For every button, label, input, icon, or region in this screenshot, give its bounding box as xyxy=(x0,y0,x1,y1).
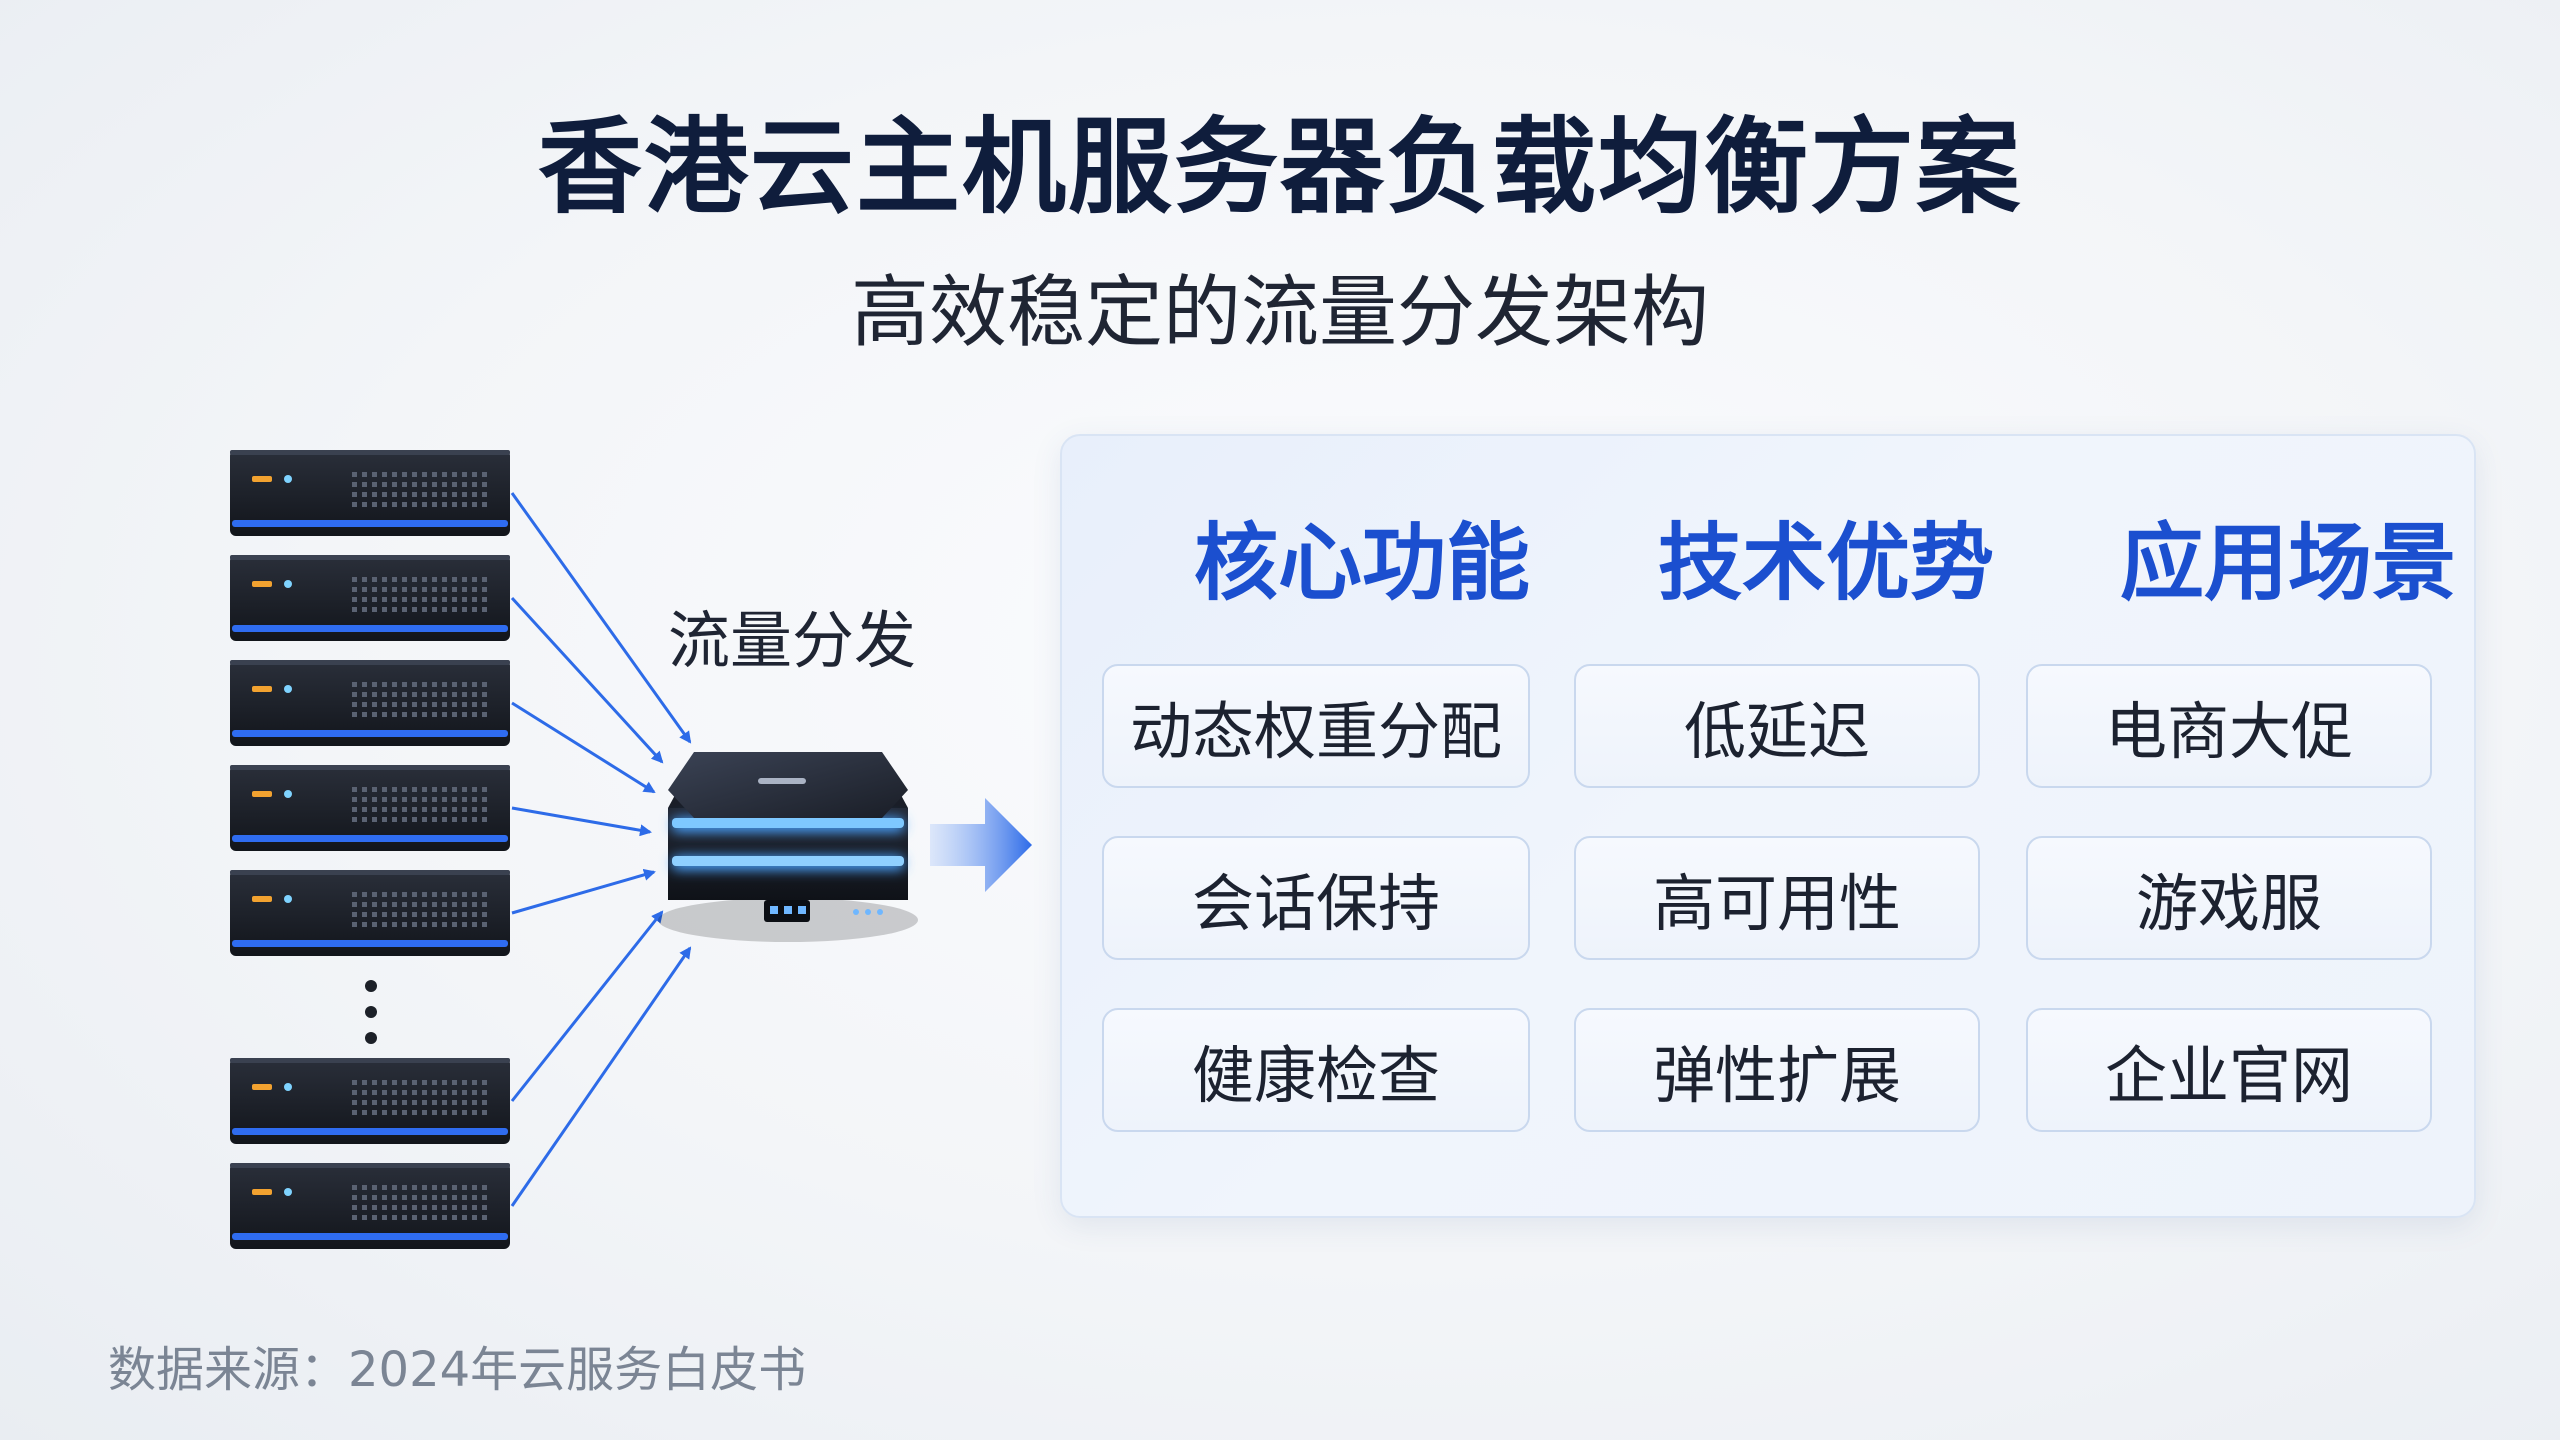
server-unit xyxy=(230,765,510,851)
traffic-arrow xyxy=(511,701,656,794)
server-unit xyxy=(230,870,510,956)
column-header-core: 核心功能 xyxy=(1193,514,1530,612)
server-unit xyxy=(230,1163,510,1249)
advantage-cell: 弹性扩展 xyxy=(1574,1008,1980,1132)
scenario-cell: 游戏服 xyxy=(2026,836,2432,960)
traffic-arrow xyxy=(510,910,664,1102)
server-stack xyxy=(230,450,510,1249)
advantage-cell: 低延迟 xyxy=(1574,664,1980,788)
feature-cell: 会话保持 xyxy=(1102,836,1530,960)
feature-cell: 健康检查 xyxy=(1102,1008,1530,1132)
flow-label: 流量分发 xyxy=(668,604,917,677)
server-unit xyxy=(230,555,510,641)
traffic-arrow xyxy=(510,596,664,764)
scenario-cell: 电商大促 xyxy=(2026,664,2432,788)
ellipsis-dots xyxy=(365,980,377,1044)
load-balancer-icon xyxy=(658,752,918,942)
traffic-arrow xyxy=(510,492,692,744)
feature-cell: 动态权重分配 xyxy=(1102,664,1530,788)
column-header-scenario: 应用场景 xyxy=(2119,514,2456,612)
traffic-arrows xyxy=(510,492,692,1207)
data-source-note: 数据来源：2024年云服务白皮书 xyxy=(108,1342,807,1398)
page-title: 香港云主机服务器负载均衡方案 xyxy=(537,106,2022,228)
column-header-tech: 技术优势 xyxy=(1657,514,1994,612)
traffic-arrow xyxy=(511,806,652,837)
feature-panel: 核心功能 技术优势 应用场景 动态权重分配 会话保持 健康检查 低延迟 高可用性… xyxy=(1060,434,2476,1218)
page-subtitle: 高效稳定的流量分发架构 xyxy=(850,268,1709,358)
server-unit xyxy=(230,1058,510,1144)
traffic-arrow xyxy=(511,869,656,915)
traffic-arrow xyxy=(510,946,692,1207)
server-unit xyxy=(230,450,510,536)
output-arrow xyxy=(930,798,1032,892)
server-unit xyxy=(230,660,510,746)
scenario-cell: 企业官网 xyxy=(2026,1008,2432,1132)
advantage-cell: 高可用性 xyxy=(1574,836,1980,960)
